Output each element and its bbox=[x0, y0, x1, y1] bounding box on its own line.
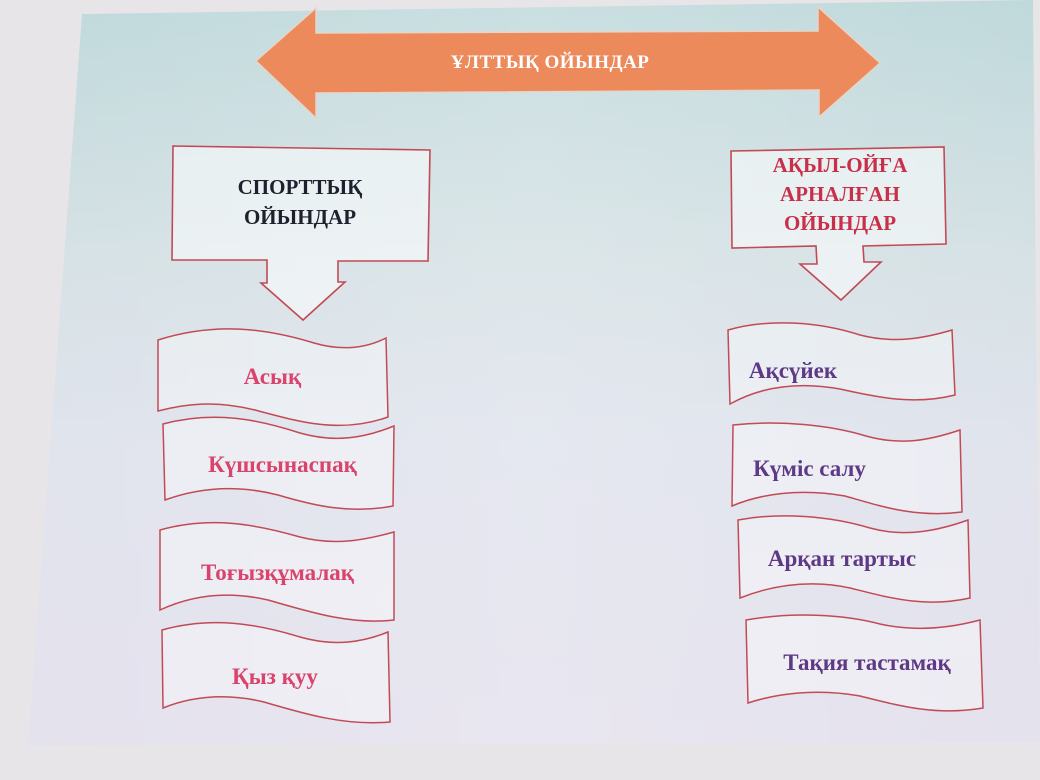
banner-shape bbox=[161, 621, 391, 724]
right-item-aksuyek: Ақсүйек bbox=[748, 358, 838, 383]
right-category-line1: АҚЫЛ-ОЙҒА bbox=[772, 153, 908, 177]
left-item-togyzkumalak: Тоғызқұмалақ bbox=[200, 560, 355, 585]
banner-shape bbox=[727, 322, 956, 406]
left-category-label: СПОРТТЫҚ ОЙЫНДАР bbox=[190, 172, 410, 232]
left-item-kyz-kuu: Қыз қуу bbox=[232, 664, 318, 689]
left-category-line1: СПОРТТЫҚ bbox=[237, 175, 363, 199]
right-category-box bbox=[730, 146, 947, 302]
right-item-takiya-tastamak: Тақия тастамақ bbox=[783, 650, 951, 675]
banner-shape bbox=[159, 521, 395, 622]
title-double-arrow bbox=[254, 5, 882, 120]
title-text: ҰЛТТЫҚ ОЙЫНДАР bbox=[450, 52, 650, 73]
right-item-kumis-salu: Күміс салу bbox=[753, 456, 866, 481]
left-category-box bbox=[171, 145, 431, 322]
left-item-kushsynaspak: Күшсынаспақ bbox=[208, 452, 357, 477]
banner-shape bbox=[745, 614, 984, 712]
right-item-arkan-tartys: Арқан тартыс bbox=[767, 546, 917, 571]
right-category-line2: АРНАЛҒАН bbox=[779, 182, 900, 206]
banner-shape bbox=[737, 515, 971, 603]
banner-shape bbox=[157, 328, 389, 427]
left-category-line2: ОЙЫНДАР bbox=[243, 205, 357, 229]
right-item-banners bbox=[727, 322, 984, 712]
banner-shape bbox=[162, 416, 395, 510]
left-item-banners bbox=[157, 328, 395, 724]
right-category-label: АҚЫЛ-ОЙҒА АРНАЛҒАН ОЙЫНДАР bbox=[740, 151, 940, 238]
left-item-asyk: Асық bbox=[243, 364, 302, 389]
right-category-line3: ОЙЫНДАР bbox=[783, 211, 897, 235]
banner-shape bbox=[731, 422, 963, 515]
